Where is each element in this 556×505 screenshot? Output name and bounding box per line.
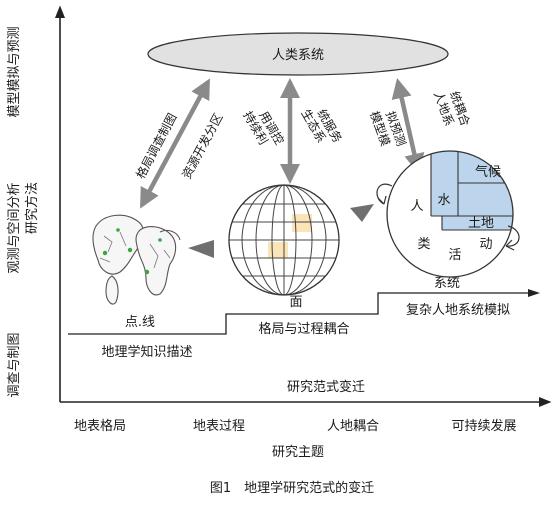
stage-point-area: 面 [289,295,302,310]
system-globe-illustration [376,150,520,278]
system-activity-2: 活 [448,248,461,263]
paradigm-shift-label: 研究范式变迁 [287,379,365,395]
system-climate: 气候 [475,164,501,180]
human-system-label: 人类系统 [272,48,324,63]
arrow-right-bidirectional [391,78,425,174]
staircase-arrowhead [528,289,540,297]
y-axis-level-survey: 调查与制图 [7,332,22,397]
x-axis-cat-sustain: 可持续发展 [451,418,516,434]
human-system-ellipse [147,32,449,76]
y-axis-title: 研究方法 [24,182,40,234]
transition-arrow-1 [188,240,214,258]
stage-staircase [68,292,528,335]
system-activity-1: 类 [417,237,430,252]
grid-globe-illustration [228,184,340,296]
stage-description: 地理学知识描述 [101,344,192,360]
stage-coupling: 格局与过程耦合 [258,321,349,337]
stage-complex-simulation: 复杂人地系统模拟 [406,303,510,318]
x-axis-cat-process: 地表过程 [193,419,245,434]
x-axis-cat-pattern: 地表格局 [74,418,126,434]
x-axis-cat-coupling: 人地耦合 [327,419,379,434]
y-axis-level-observation: 观测与空间分析 [7,182,22,273]
system-activity-3: 动 [479,237,492,252]
stage-point-system: 系统 [434,276,460,291]
x-axis-title: 研究主题 [272,445,324,460]
stage-point-line: 点.线 [125,315,155,330]
arrow-left-bidirectional [140,78,210,209]
system-land: 土地 [468,216,494,231]
figure-caption: 图1 地理学研究范式的变迁 [210,480,374,496]
system-water: 水 [437,193,450,208]
y-axis-level-modeling: 模型模拟与预测 [7,26,22,117]
world-map-illustration [92,214,181,305]
system-human: 人 [410,199,423,214]
transition-arrow-2 [350,204,374,222]
